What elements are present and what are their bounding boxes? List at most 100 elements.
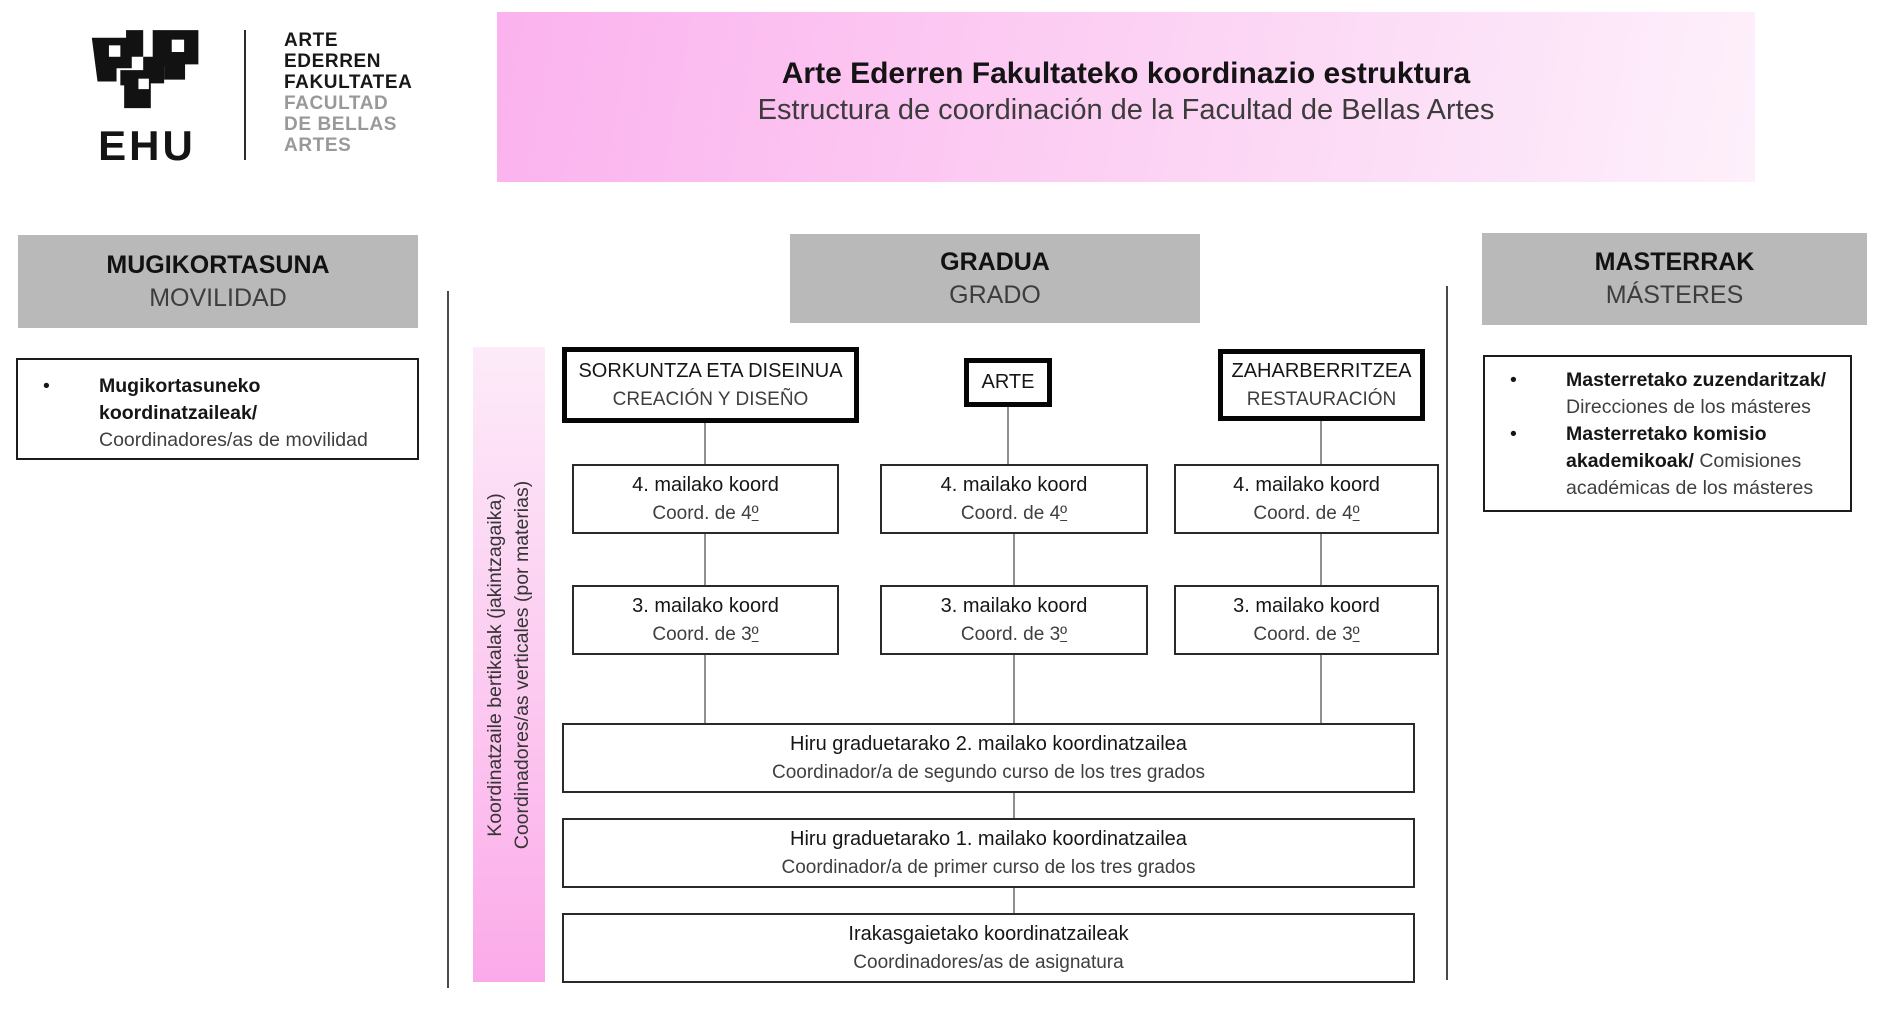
connector-line — [1013, 534, 1015, 585]
wide1-eu: Hiru graduetarako 2. mailako koordinatza… — [790, 733, 1187, 755]
ehu-logo-icon — [88, 24, 206, 120]
faculty-name-es-line3: ARTES — [284, 135, 352, 156]
mobility-line2: koordinatzaileak/ — [99, 402, 258, 424]
ordinal-indicator: º — [1060, 624, 1068, 645]
connector-line — [704, 423, 706, 464]
masters-item2-line2: akademikoak/ Comisiones — [1566, 450, 1802, 472]
right-section-divider — [1446, 286, 1448, 980]
masters-bullet-item-2: • Masterretako komisio akademikoak/ Comi… — [1485, 421, 1850, 502]
masters-bullet-item-1: • Masterretako zuzendaritzak/ Direccione… — [1485, 367, 1850, 421]
band-label-eu: Koordinatzaile bertikalak (jakintzagaika… — [484, 492, 506, 837]
connector-line — [1013, 888, 1015, 913]
masters-header-es: MÁSTERES — [1605, 281, 1744, 309]
vertical-coordinators-band: Koordinatzaile bertikalak (jakintzagaika… — [473, 347, 545, 982]
connector-line — [704, 534, 706, 585]
coord3-eu: 3. mailako koord — [1233, 595, 1380, 617]
connector-line — [1013, 655, 1015, 723]
degree-box-sorkuntza: SORKUNTZA ETA DISEINUA CREACIÓN Y DISEÑO — [562, 347, 859, 423]
mobility-header-es: MOVILIDAD — [149, 283, 287, 312]
faculty-name-eu-line2: EDERREN — [284, 51, 382, 72]
coord-3-box-col1: 3. mailako koord Coord. de 3º — [572, 585, 839, 655]
bullet-icon: • — [43, 375, 50, 397]
ehu-wordmark: EHU — [98, 122, 196, 169]
ordinal-indicator: º — [1352, 503, 1360, 524]
faculty-name-es-line1: FACULTAD — [284, 93, 389, 114]
band-label-es: Coordinadores/as verticales (por materia… — [511, 480, 533, 849]
faculty-name-eu-line1: ARTE — [284, 30, 339, 51]
degree-box-arte: ARTE — [964, 358, 1052, 407]
masters-item2-line3: académicas de los másteres — [1566, 477, 1814, 499]
connector-line — [1013, 793, 1015, 818]
connector-line — [1007, 407, 1009, 464]
mobility-bullet-item: • Mugikortasuneko koordinatzaileak/ Coor… — [18, 373, 417, 454]
sorkuntza-eu: SORKUNTZA ETA DISEINUA — [578, 360, 843, 382]
masters-header-eu: MASTERRAK — [1594, 248, 1755, 276]
wide2-eu: Hiru graduetarako 1. mailako koordinatza… — [790, 828, 1187, 850]
connector-line — [1320, 655, 1322, 723]
left-section-divider — [447, 291, 449, 988]
faculty-name-eu-line3: FAKULTATEA — [284, 72, 413, 93]
title-banner: Arte Ederren Fakultateko koordinazio est… — [497, 12, 1755, 182]
ordinal-indicator: º — [1352, 624, 1360, 645]
sorkuntza-es: CREACIÓN Y DISEÑO — [612, 389, 809, 410]
logo-divider — [244, 30, 246, 160]
zahar-es: RESTAURACIÓN — [1246, 389, 1397, 410]
masters-item2-line1: Masterretako komisio — [1566, 423, 1767, 445]
degree-box-zaharberritzea: ZAHARBERRITZEA RESTAURACIÓN — [1218, 349, 1425, 421]
connector-line — [1320, 421, 1322, 464]
section-header-mobility: MUGIKORTASUNA MOVILIDAD — [18, 235, 418, 328]
mobility-line3: Coordinadores/as de movilidad — [99, 429, 368, 451]
masters-item1-text: Masterretako zuzendaritzak/ Direcciones … — [1566, 367, 1850, 421]
coord-3-box-col3: 3. mailako koord Coord. de 3º — [1174, 585, 1439, 655]
coord-4-box-col1: 4. mailako koord Coord. de 4º — [572, 464, 839, 534]
bullet-icon: • — [1510, 423, 1517, 445]
ordinal-indicator: º — [751, 503, 759, 524]
coord-4-box-col3: 4. mailako koord Coord. de 4º — [1174, 464, 1439, 534]
zahar-eu: ZAHARBERRITZEA — [1231, 360, 1412, 382]
ordinal-indicator: º — [1060, 503, 1068, 524]
wide2-es: Coordinador/a de primer curso de los tre… — [781, 857, 1196, 878]
coord4-es: Coord. de 4º — [1253, 503, 1360, 524]
coord3-es: Coord. de 3º — [1253, 624, 1360, 645]
ehu-tree-mark-icon — [91, 30, 199, 109]
masters-item1-line1: Masterretako zuzendaritzak/ — [1566, 369, 1827, 391]
mobility-bullet-text: Mugikortasuneko koordinatzaileak/ Coordi… — [99, 373, 417, 454]
coord-4-box-col2: 4. mailako koord Coord. de 4º — [880, 464, 1148, 534]
mobility-line1: Mugikortasuneko — [99, 375, 261, 397]
connector-line — [704, 655, 706, 723]
section-header-grado: GRADUA GRADO — [790, 234, 1200, 323]
second-year-coordinator-box: Hiru graduetarako 2. mailako koordinatza… — [562, 723, 1415, 793]
coord3-es: Coord. de 3º — [652, 624, 759, 645]
grado-header-eu: GRADUA — [940, 247, 1050, 276]
masters-item1-line2: Direcciones de los másteres — [1566, 396, 1811, 418]
coord3-eu: 3. mailako koord — [940, 595, 1088, 617]
coord4-es: Coord. de 4º — [960, 503, 1068, 524]
bullet-icon: • — [1510, 369, 1517, 391]
diagram-title-es: Estructura de coordinación de la Faculta… — [757, 94, 1495, 126]
coord4-eu: 4. mailako koord — [1233, 474, 1380, 496]
coord3-eu: 3. mailako koord — [632, 595, 779, 617]
ordinal-indicator: º — [751, 624, 759, 645]
coord-3-box-col2: 3. mailako koord Coord. de 3º — [880, 585, 1148, 655]
diagram-title-eu: Arte Ederren Fakultateko koordinazio est… — [781, 57, 1471, 90]
masters-item2-text: Masterretako komisio akademikoak/ Comisi… — [1566, 421, 1850, 502]
wide3-eu: Irakasgaietako koordinatzaileak — [848, 923, 1129, 945]
grado-header-es: GRADO — [949, 280, 1041, 309]
wide3-es: Coordinadores/as de asignatura — [853, 952, 1124, 973]
coord4-eu: 4. mailako koord — [940, 474, 1088, 496]
masters-coordinators-box: • Masterretako zuzendaritzak/ Direccione… — [1483, 355, 1852, 512]
coord4-es: Coord. de 4º — [652, 503, 759, 524]
vertical-coordinators-label: Koordinatzaile bertikalak (jakintzagaika… — [482, 352, 536, 977]
section-header-masters: MASTERRAK MÁSTERES — [1482, 233, 1867, 325]
arte-eu: ARTE — [981, 371, 1035, 393]
coord3-es: Coord. de 3º — [960, 624, 1068, 645]
wide1-es: Coordinador/a de segundo curso de los tr… — [771, 762, 1206, 783]
subject-coordinators-box: Irakasgaietako koordinatzaileak Coordina… — [562, 913, 1415, 983]
coord4-eu: 4. mailako koord — [632, 474, 779, 496]
connector-line — [1320, 534, 1322, 585]
mobility-coordinators-box: • Mugikortasuneko koordinatzaileak/ Coor… — [16, 358, 419, 460]
faculty-name-es-line2: DE BELLAS — [284, 114, 398, 135]
mobility-header-eu: MUGIKORTASUNA — [106, 250, 330, 279]
first-year-coordinator-box: Hiru graduetarako 1. mailako koordinatza… — [562, 818, 1415, 888]
